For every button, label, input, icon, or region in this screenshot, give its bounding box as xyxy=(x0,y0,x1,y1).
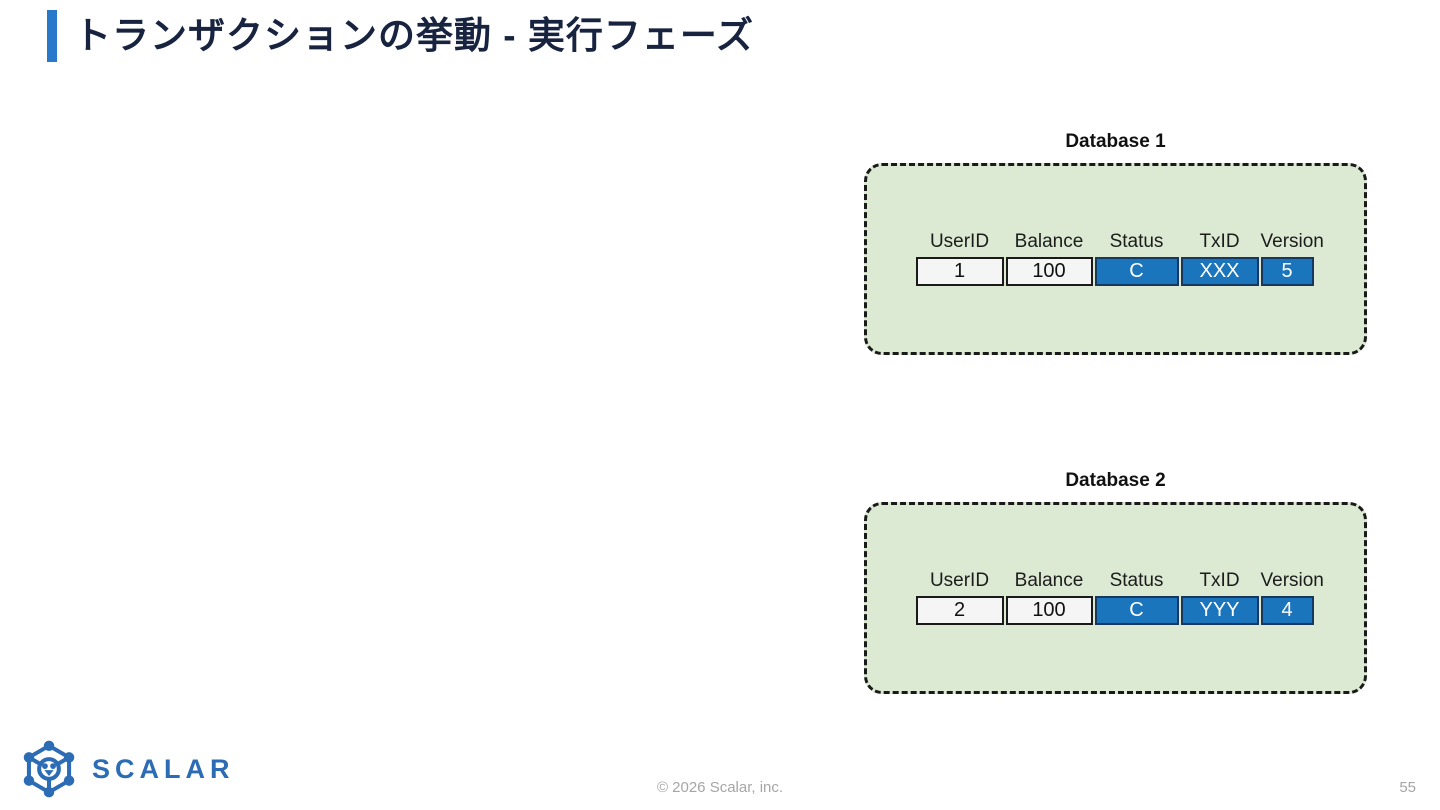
column-header-userid: UserID xyxy=(929,570,990,591)
cell-txid: XXX xyxy=(1180,257,1259,286)
scalar-logo-icon xyxy=(23,740,75,798)
table-header-row: UserID Balance Status TxID Version xyxy=(916,230,1324,254)
database-2-box: UserID Balance Status TxID Version 2 100… xyxy=(864,502,1367,694)
cell-txid: YYY xyxy=(1180,596,1259,625)
cell-status: C xyxy=(1094,257,1179,286)
cell-status: C xyxy=(1094,596,1179,625)
slide-header: トランザクションの挙動 - 実行フェーズ xyxy=(47,10,754,62)
column-header-balance: Balance xyxy=(1014,570,1084,591)
cell-version: 4 xyxy=(1260,596,1314,625)
column-header-version: Version xyxy=(1260,231,1324,252)
page-number: 55 xyxy=(1399,779,1416,796)
database-1-box: UserID Balance Status TxID Version 1 100… xyxy=(864,163,1367,355)
page-title: トランザクションの挙動 - 実行フェーズ xyxy=(74,15,755,56)
column-header-balance: Balance xyxy=(1014,231,1084,252)
database-1-table: UserID Balance Status TxID Version 1 100… xyxy=(915,230,1324,286)
title-accent-bar xyxy=(47,10,57,62)
column-header-version: Version xyxy=(1260,570,1324,591)
database-1-title: Database 1 xyxy=(1065,131,1166,152)
cell-userid: 2 xyxy=(915,596,1004,625)
column-header-status: Status xyxy=(1109,231,1164,252)
column-header-status: Status xyxy=(1109,570,1164,591)
cell-balance: 100 xyxy=(1005,596,1093,625)
scalar-logo: SCALAR xyxy=(20,740,235,798)
database-2-group: Database 2 UserID Balance Status TxID Ve… xyxy=(864,470,1367,694)
table-header-row: UserID Balance Status TxID Version xyxy=(916,569,1324,593)
cell-balance: 100 xyxy=(1005,257,1093,286)
database-1-group: Database 1 UserID Balance Status TxID Ve… xyxy=(864,131,1367,355)
table-row: 2 100 C YYY 4 xyxy=(915,596,1316,625)
column-header-userid: UserID xyxy=(929,231,990,252)
scalar-logo-text: SCALAR xyxy=(92,753,235,784)
footer-copyright: © 2026 Scalar, inc. xyxy=(656,779,784,796)
column-header-txid: TxID xyxy=(1199,570,1240,591)
column-header-txid: TxID xyxy=(1199,231,1240,252)
table-row: 1 100 C XXX 5 xyxy=(915,257,1316,286)
database-2-title: Database 2 xyxy=(1065,470,1166,491)
cell-version: 5 xyxy=(1260,257,1314,286)
database-2-table: UserID Balance Status TxID Version 2 100… xyxy=(915,569,1324,625)
cell-userid: 1 xyxy=(915,257,1004,286)
